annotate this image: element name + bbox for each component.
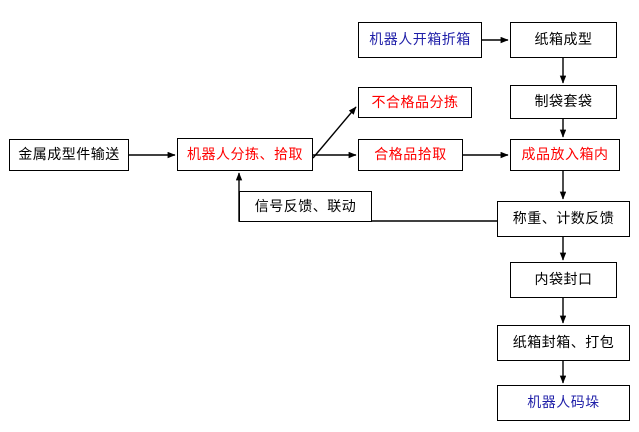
edge-robot-sort-to-reject <box>312 106 357 159</box>
node-accept-pick[interactable]: 合格品拾取 <box>358 139 463 171</box>
node-label: 不合格品分拣 <box>371 94 459 111</box>
node-label: 纸箱封箱、打包 <box>512 335 615 351</box>
node-label: 成品放入箱内 <box>521 147 609 163</box>
node-inner-bag-seal[interactable]: 内袋封口 <box>510 262 617 298</box>
node-label: 内袋封口 <box>534 272 593 288</box>
node-signal-feedback[interactable]: 信号反馈、联动 <box>239 191 372 222</box>
node-label: 机器人分拣、拾取 <box>187 146 303 163</box>
node-weigh-count[interactable]: 称重、计数反馈 <box>497 201 630 237</box>
node-reject-sort[interactable]: 不合格品分拣 <box>358 87 472 118</box>
node-product-into-box[interactable]: 成品放入箱内 <box>510 139 620 171</box>
node-metal-feed[interactable]: 金属成型件输送 <box>9 139 129 171</box>
node-robot-open-carton[interactable]: 机器人开箱折箱 <box>358 22 482 58</box>
node-label: 机器人码垛 <box>527 395 600 411</box>
node-bag-make-insert[interactable]: 制袋套袋 <box>510 85 617 119</box>
node-robot-sort-pick[interactable]: 机器人分拣、拾取 <box>177 138 313 171</box>
node-carton-seal-pack[interactable]: 纸箱封箱、打包 <box>497 325 630 361</box>
node-carton-form[interactable]: 纸箱成型 <box>510 22 617 58</box>
node-label: 机器人开箱折箱 <box>369 32 471 48</box>
node-label: 制袋套袋 <box>534 94 593 110</box>
node-robot-palletize[interactable]: 机器人码垛 <box>497 385 630 421</box>
node-label: 合格品拾取 <box>374 147 447 163</box>
node-label: 称重、计数反馈 <box>512 211 615 227</box>
node-label: 金属成型件输送 <box>18 147 120 163</box>
node-label: 信号反馈、联动 <box>254 198 357 215</box>
node-label: 纸箱成型 <box>534 32 593 48</box>
